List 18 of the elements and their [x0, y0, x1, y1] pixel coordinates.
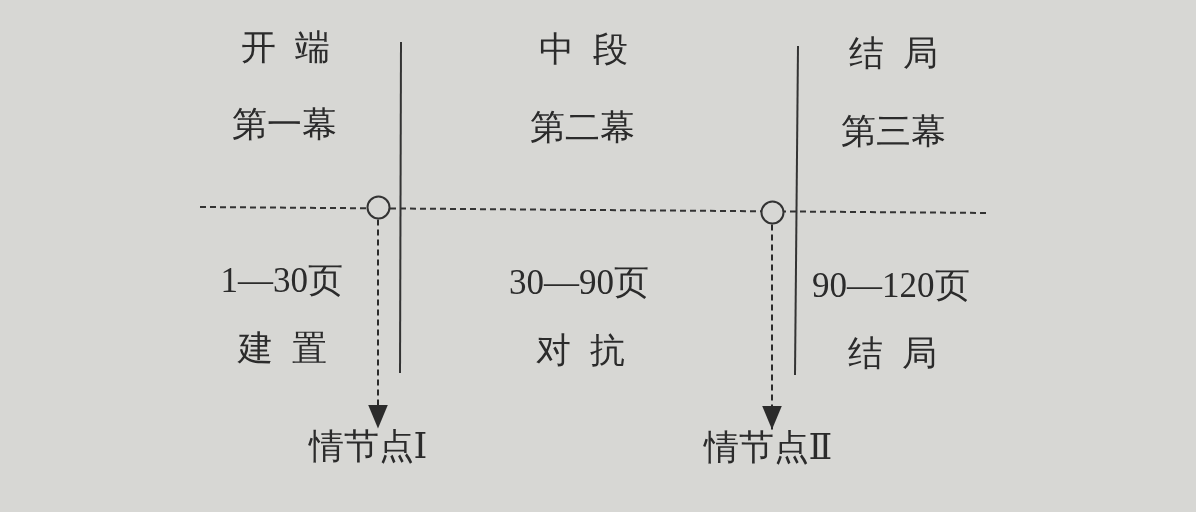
page-range-label: 1—30页: [220, 262, 343, 298]
act-title: 第一幕: [231, 106, 337, 142]
phase-label: 结 局: [847, 335, 937, 371]
section-title: 开 端: [240, 29, 330, 65]
circle-marker: [759, 199, 785, 225]
dashed-arrow: [368, 218, 388, 430]
page-range-label: 90—120页: [812, 267, 970, 303]
plot-point-label: 情节点Ⅱ: [703, 429, 833, 465]
section-title: 结 局: [848, 35, 938, 71]
act-title: 第三幕: [840, 113, 946, 149]
phase-label: 建 置: [237, 330, 327, 366]
plot-point-label: 情节点Ⅰ: [308, 428, 428, 464]
act-title: 第二幕: [529, 109, 635, 145]
circle-marker: [365, 194, 391, 220]
section-title: 中 段: [538, 31, 628, 67]
page-range-label: 30—90页: [509, 264, 649, 300]
phase-label: 对 抗: [535, 332, 625, 368]
dashed-arrow: [762, 223, 782, 431]
